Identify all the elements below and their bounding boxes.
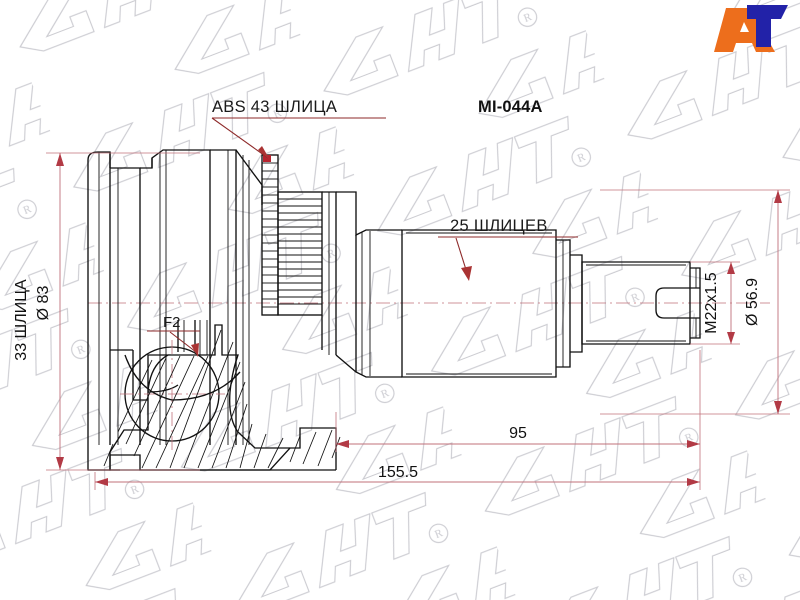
spline-barrel <box>401 229 571 378</box>
abs-tone-ring <box>261 154 323 316</box>
dimension-right-diameter-label: Ø 56.9 <box>744 278 761 326</box>
dimension-right-diameter <box>600 189 790 415</box>
dimension-length-total-label: 155.5 <box>378 464 418 481</box>
annotation-shaft-splines: 25 ШЛИЦЕВ <box>450 217 548 235</box>
leader-abs-splines <box>211 117 386 160</box>
annotation-grease: F2 <box>163 314 181 331</box>
dimension-length-total <box>94 452 701 490</box>
dimension-left-diameter <box>46 152 200 471</box>
dimension-length-inner-label: 95 <box>509 425 527 442</box>
sat-logo <box>714 5 788 52</box>
part-outline <box>87 149 701 471</box>
leader-grease <box>147 330 200 357</box>
dimension-thread <box>690 261 740 345</box>
dimension-left-splines: 33 ШЛИЦА <box>13 279 30 361</box>
part-number: MI-044A <box>478 98 543 116</box>
dimension-length-inner <box>335 350 701 452</box>
dimension-left-diameter-label: Ø 83 <box>35 286 52 321</box>
logo-letter-t <box>747 5 788 47</box>
annotation-abs-splines: ABS 43 ШЛИЦА <box>212 98 337 116</box>
dimension-thread-label: M22x1.5 <box>703 272 720 333</box>
leader-shaft-splines <box>438 236 578 281</box>
